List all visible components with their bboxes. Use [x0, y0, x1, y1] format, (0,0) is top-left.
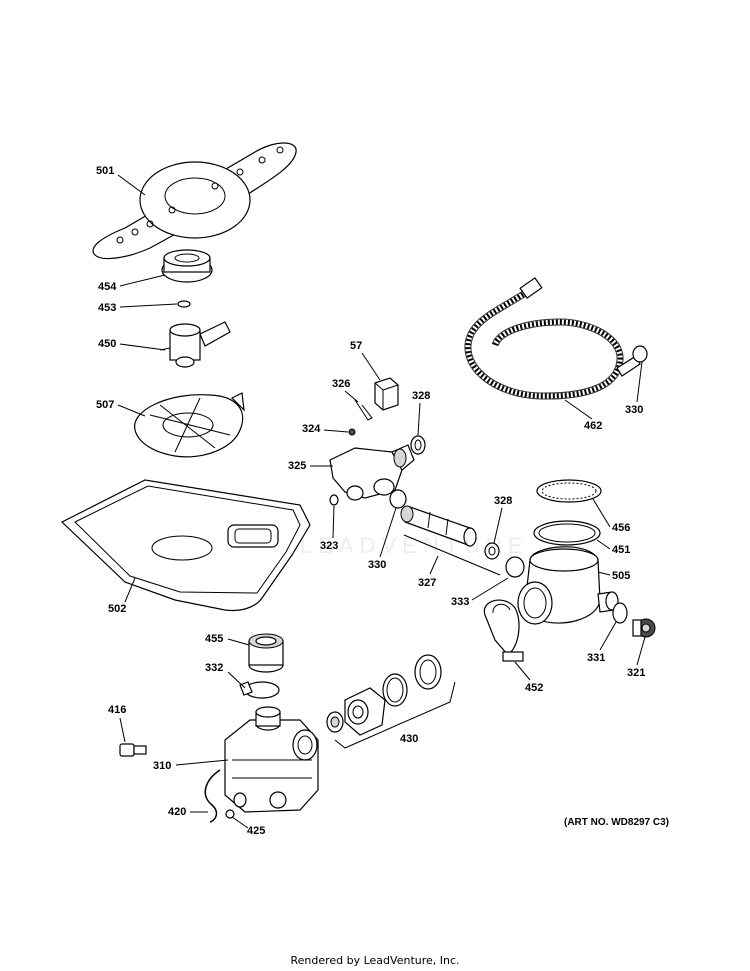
label-450: 450 [98, 338, 116, 350]
ring-451 [533, 520, 601, 546]
valve-325 [329, 444, 415, 501]
watermark: LEADVENTURE [300, 533, 529, 558]
label-321: 321 [627, 667, 645, 679]
label-328b: 328 [494, 495, 512, 507]
clip-326 [354, 399, 373, 421]
label-416: 416 [108, 704, 126, 716]
drain-hose-462 [464, 277, 641, 400]
label-425: 425 [247, 825, 265, 837]
sump-tray-502 [60, 479, 311, 612]
label-324: 324 [302, 423, 321, 435]
clamp-332 [239, 681, 280, 699]
filter-assembly-507 [134, 392, 245, 458]
pump-motor-310 [224, 706, 319, 813]
label-332: 332 [205, 662, 223, 674]
part-323 [329, 494, 339, 506]
clamp-333 [505, 556, 525, 578]
screw-324 [348, 428, 356, 436]
sump-505 [517, 546, 619, 625]
clamp-331 [612, 602, 628, 624]
upper-spray-arm-501 [92, 142, 297, 260]
footer-credit: Rendered by LeadVenture, Inc. [290, 954, 460, 967]
label-57: 57 [350, 340, 362, 352]
label-325: 325 [288, 460, 306, 472]
label-330a: 330 [368, 559, 386, 571]
seal-328-lower [484, 542, 500, 560]
label-502: 502 [108, 603, 126, 615]
clamp-330-hose [632, 345, 648, 363]
drain-hose-327 [400, 505, 477, 547]
manifold-450 [159, 321, 231, 368]
seal-455 [248, 633, 284, 673]
label-501: 501 [96, 165, 114, 177]
impeller-kit-430 [326, 654, 442, 736]
label-331: 331 [587, 652, 605, 664]
part-57 [374, 377, 399, 411]
label-505: 505 [612, 570, 630, 582]
label-455: 455 [205, 633, 223, 645]
gasket-456 [536, 479, 602, 503]
label-333: 333 [451, 596, 469, 608]
label-328a: 328 [412, 390, 430, 402]
label-420: 420 [168, 806, 186, 818]
label-327: 327 [418, 577, 436, 589]
label-323: 323 [320, 540, 338, 552]
bolt-416 [119, 743, 147, 757]
label-453: 453 [98, 302, 116, 314]
nut-425 [225, 809, 235, 819]
label-310: 310 [153, 760, 171, 772]
label-330b: 330 [625, 404, 643, 416]
label-452: 452 [525, 682, 543, 694]
o-ring-453 [177, 300, 191, 308]
label-456: 456 [612, 522, 630, 534]
label-430: 430 [400, 733, 418, 745]
seal-328-upper [410, 435, 426, 455]
label-326: 326 [332, 378, 350, 390]
label-451: 451 [612, 544, 630, 556]
label-507: 507 [96, 399, 114, 411]
clamp-330-valve [389, 489, 407, 509]
label-454: 454 [98, 281, 117, 293]
wire-420 [204, 769, 221, 823]
fitting-321 [632, 618, 656, 638]
label-462: 462 [584, 420, 602, 432]
clamp-452 [483, 599, 524, 662]
art-number: (ART NO. WD8297 C3) [564, 817, 670, 828]
spray-arm-hub-454 [161, 249, 213, 283]
